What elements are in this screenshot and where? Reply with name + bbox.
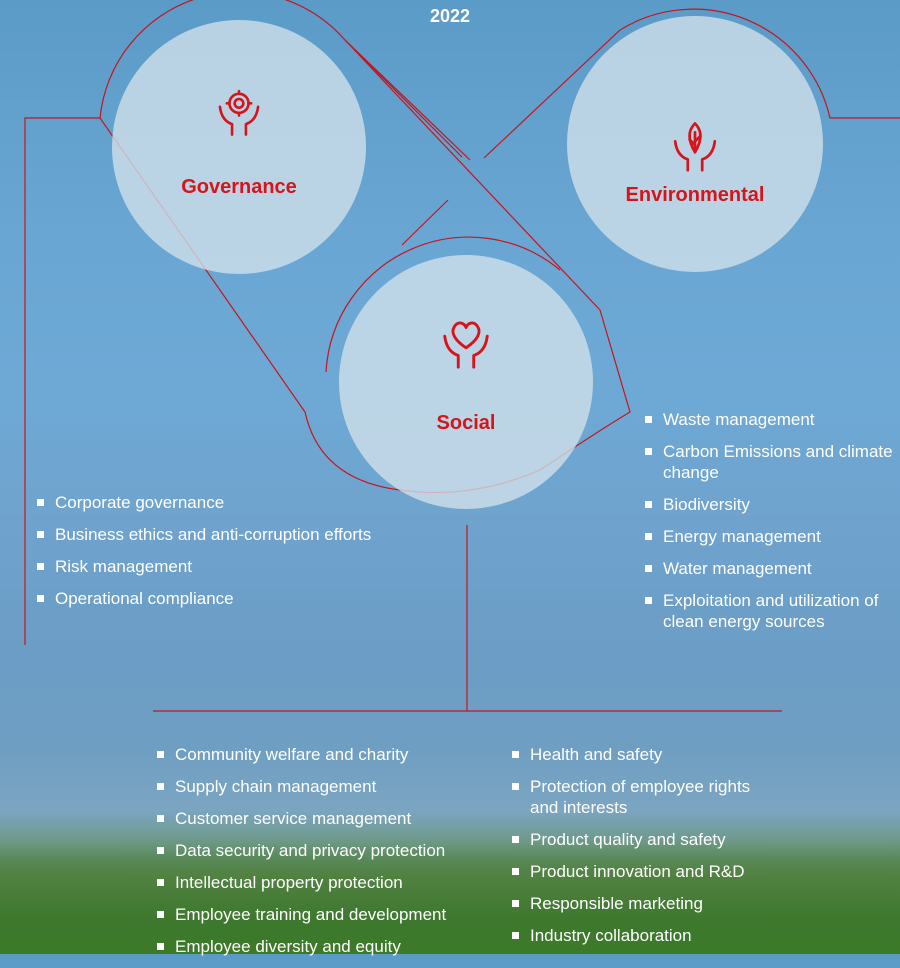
list-item: Risk management [37,556,457,577]
governance-label: Governance [181,176,297,198]
social-label: Social [436,412,496,434]
environmental-outline [483,8,831,159]
social-topic-list-right: Health and safety Protection of employee… [512,744,782,957]
list-item: Business ethics and anti-corruption effo… [37,524,457,545]
list-item: Intellectual property protection [157,872,497,893]
list-item: Exploitation and utilization of clean en… [645,590,893,632]
social-upper-arc [325,236,561,373]
list-item: Waste management [645,409,893,430]
list-item: Employee diversity and equity [157,936,497,957]
leaf-in-hands-icon [673,122,717,172]
list-item: Health and safety [512,744,782,765]
governance-diagonal-right [344,39,463,158]
list-item: Data security and privacy protection [157,840,497,861]
list-item: Supply chain management [157,776,497,797]
list-item: Employee training and development [157,904,497,925]
governance-circle: Governance [112,20,366,274]
gear-in-hands-icon [218,89,260,136]
social-circle: Social [339,255,593,509]
list-item: Product quality and safety [512,829,782,850]
list-item: Protection of employee rights and intere… [512,776,782,818]
list-item: Community welfare and charity [157,744,497,765]
center-diagonal-line [401,199,449,246]
grass-field-background [0,844,900,954]
year-title: 2022 [429,6,471,26]
environmental-topic-list: Waste management Carbon Emissions and cl… [645,409,893,643]
list-item: Corporate governance [37,492,457,513]
governance-outline [99,0,471,161]
list-item: Water management [645,558,893,579]
environmental-label: Environmental [625,184,765,206]
list-item: Energy management [645,526,893,547]
governance-bracket [24,117,100,645]
list-item: Carbon Emissions and climate change [645,441,893,483]
list-item: Biodiversity [645,494,893,515]
list-item: Operational compliance [37,588,457,609]
list-item: Product innovation and R&D [512,861,782,882]
list-item: Responsible marketing [512,893,782,914]
governance-long-diagonal [344,39,601,311]
social-topic-list-left: Community welfare and charity Supply cha… [157,744,497,968]
environmental-circle: Environmental [567,16,823,272]
list-item: Industry collaboration [512,925,782,946]
heart-in-hands-icon [443,321,489,369]
governance-topic-list: Corporate governance Business ethics and… [37,492,457,620]
list-item: Customer service management [157,808,497,829]
